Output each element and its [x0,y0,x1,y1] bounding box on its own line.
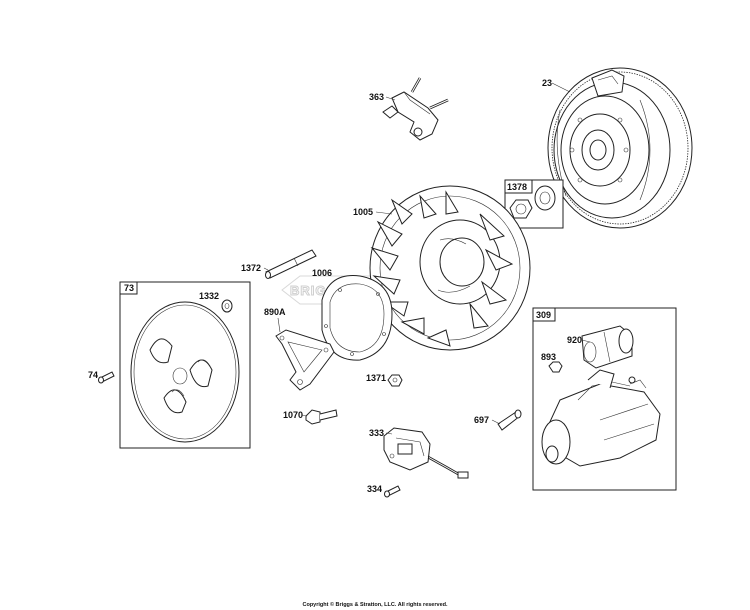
nut-1371 [387,374,403,387]
screw-334 [384,485,401,498]
leader-363 [385,96,396,101]
ignition-module [383,427,469,479]
leader-333 [385,432,393,435]
leader-23 [551,82,571,93]
flywheel [547,67,693,229]
bracket-363 [382,77,449,141]
label-1371: 1371 [366,373,386,383]
leader-920 [581,339,591,343]
leader-1372 [263,267,269,271]
leader-1005 [375,211,393,215]
label-697: 697 [474,415,489,425]
leader-890a [277,317,281,333]
leader-697 [491,419,501,425]
label-893: 893 [541,352,556,362]
label-73: 73 [124,283,134,293]
bracket-890a [275,329,335,391]
label-333: 333 [369,428,384,438]
gasket-ring [321,275,393,361]
copyright-notice: Copyright © Briggs & Stratton, LLC. All … [302,601,448,608]
screw-74 [98,371,115,384]
cooling-fan [369,185,531,351]
label-1332: 1332 [199,291,219,301]
label-1070: 1070 [283,410,303,420]
starter-box [532,307,677,491]
bolt-1070 [305,409,338,425]
label-890a: 890A [264,307,286,317]
cover-box [119,281,251,449]
label-23: 23 [542,78,552,88]
label-920: 920 [567,335,582,345]
bolt-697 [497,409,522,431]
label-74: 74 [88,370,98,380]
label-1372: 1372 [241,263,261,273]
leader-1070 [301,414,308,417]
stud-1372 [265,249,317,279]
label-363: 363 [369,92,384,102]
label-1378: 1378 [507,182,527,192]
label-1005: 1005 [353,207,373,217]
label-1006: 1006 [312,268,332,278]
label-334: 334 [367,484,382,494]
label-309: 309 [536,310,551,320]
